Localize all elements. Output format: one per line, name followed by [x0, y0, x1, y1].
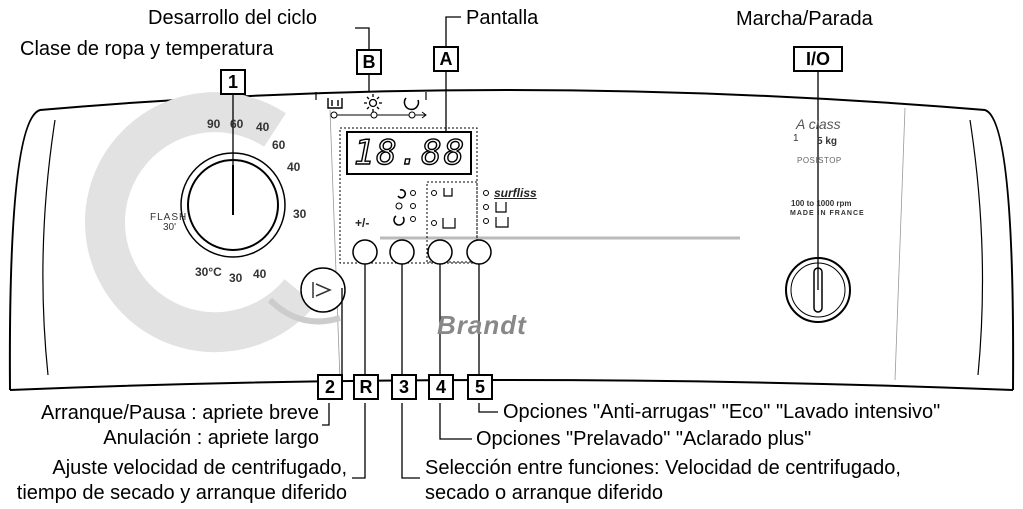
dial-90: 90 [207, 117, 221, 131]
start-pause-icon [312, 282, 332, 298]
anticrease-eco-button[interactable] [466, 239, 492, 265]
label-arranque: Arranque/Pausa : apriete breve [41, 402, 319, 424]
dial-flash-time: 30' [163, 222, 177, 233]
dial-30: 30 [293, 207, 307, 221]
posistop-logo: POSISTOP [797, 156, 842, 165]
marker-2: 2 [317, 374, 343, 400]
label-opciones-5: Opciones "Anti-arrugas" "Eco" "Lavado in… [503, 401, 941, 423]
marker-io: I/O [793, 46, 843, 72]
label-opciones-4: Opciones "Prelavado" "Aclarado plus" [476, 428, 812, 450]
panel-inner-right [969, 119, 984, 376]
label-clase: Clase de ropa y temperatura [20, 38, 274, 60]
label-seleccion-2: secado o arranque diferido [425, 482, 663, 504]
label-pantalla: Pantalla [466, 7, 539, 29]
marker-3: 3 [391, 374, 417, 400]
panel-bottom-edge [9, 379, 1014, 391]
marker-1: 1 [220, 69, 246, 95]
panel-right-edge [984, 109, 1015, 391]
dial-30c: 30°C [195, 265, 222, 279]
label-ajuste-2: tiempo de secado y arranque diferido [16, 482, 347, 504]
marker-a: A [433, 46, 459, 72]
label-marcha: Marcha/Parada [736, 8, 873, 30]
dial-40: 40 [256, 120, 270, 134]
capacity-min: 1 [793, 133, 799, 144]
dial-40c: 40 [253, 267, 267, 281]
dial-60b: 60 [272, 138, 286, 152]
function-select-button[interactable] [389, 239, 415, 265]
made-in-france: MADE IN FRANCE [790, 210, 865, 217]
marker-r: R [353, 374, 379, 400]
panel-left-edge [8, 109, 41, 391]
surfliss-logo: surfliss [494, 186, 537, 200]
dial-30b: 30 [229, 271, 243, 285]
marker-b: B [356, 49, 382, 75]
energy-class-logo: A class [796, 116, 841, 132]
prewash-rinse-button[interactable] [427, 239, 453, 265]
marker-4: 4 [428, 374, 454, 400]
label-seleccion-1: Selección entre funciones: Velocidad de … [425, 457, 901, 479]
start-pause-button[interactable] [300, 267, 346, 313]
lcd-display-value: 18.88 [353, 133, 467, 173]
dial-flash: FLASH [150, 212, 188, 223]
lcd-display-frame [346, 131, 472, 175]
spin-speed-adjust-button[interactable] [352, 239, 378, 265]
wash-phase-icon [327, 98, 343, 109]
label-desarrollo: Desarrollo del ciclo [148, 7, 317, 29]
label-anulacion: Anulación : apriete largo [103, 427, 319, 449]
dial-40b: 40 [287, 160, 301, 174]
label-ajuste-1: Ajuste velocidad de centrifugado, [52, 457, 347, 479]
end-phase-icon [403, 97, 420, 111]
program-dial-ring [85, 92, 316, 353]
dial-60: 60 [230, 117, 244, 131]
panel-inner-left [42, 119, 56, 376]
plus-minus-symbol: +/- [355, 216, 370, 230]
spin-phase-icon [364, 94, 382, 112]
capacity-max: 5 kg [817, 136, 838, 147]
brand-logo: Brandt [437, 310, 527, 340]
spin-range: 100 to 1000 rpm [791, 199, 852, 208]
marker-5: 5 [467, 374, 493, 400]
